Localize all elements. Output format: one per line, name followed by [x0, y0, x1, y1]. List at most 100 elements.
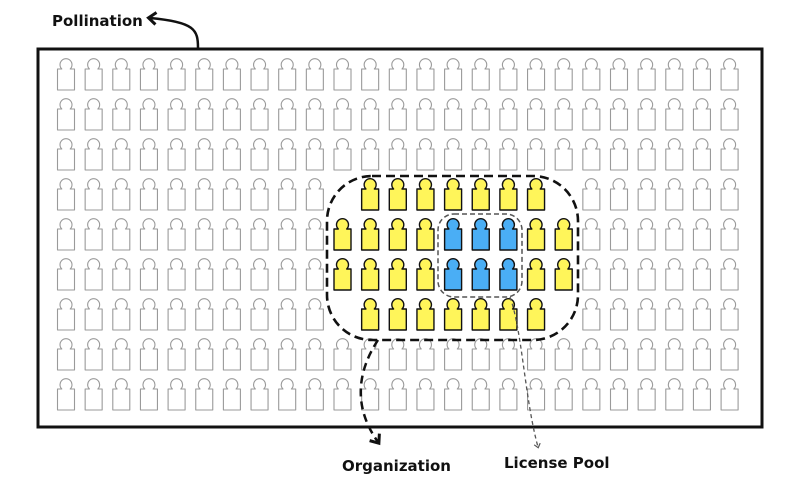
person-grid	[56, 58, 739, 411]
organization-person-icon	[526, 298, 546, 331]
person-icon	[278, 178, 297, 211]
person-icon	[56, 298, 76, 331]
person-icon	[499, 338, 518, 371]
organization-person-icon	[388, 178, 407, 211]
person-icon	[56, 98, 76, 131]
person-icon	[637, 338, 656, 371]
person-icon	[471, 338, 490, 371]
person-icon	[692, 178, 711, 211]
person-icon	[692, 98, 711, 131]
person-icon	[112, 338, 131, 371]
person-icon	[499, 58, 518, 91]
organization-person-icon	[443, 298, 463, 331]
person-icon	[305, 298, 324, 331]
license-pool-person-icon	[471, 218, 490, 251]
organization-person-icon	[360, 218, 380, 251]
person-icon	[388, 98, 407, 131]
person-icon	[222, 298, 241, 331]
person-icon	[56, 58, 76, 91]
person-icon	[720, 58, 739, 91]
person-icon	[582, 138, 601, 171]
person-icon	[720, 338, 739, 371]
person-icon	[637, 178, 656, 211]
person-icon	[195, 138, 214, 171]
person-icon	[665, 258, 684, 291]
person-icon	[416, 98, 435, 131]
person-icon	[609, 138, 629, 171]
person-icon	[222, 98, 241, 131]
person-icon	[278, 218, 297, 251]
person-icon	[222, 258, 241, 291]
person-icon	[499, 138, 518, 171]
person-icon	[250, 298, 269, 331]
person-icon	[471, 58, 490, 91]
license-pool-boundary	[437, 213, 523, 298]
person-icon	[361, 58, 380, 91]
person-icon	[112, 258, 131, 291]
license-pool-person-icon	[443, 218, 463, 251]
person-icon	[527, 338, 546, 371]
person-icon	[609, 378, 629, 411]
person-icon	[444, 378, 463, 411]
person-icon	[609, 218, 629, 251]
person-icon	[278, 338, 297, 371]
person-icon	[222, 138, 241, 171]
person-icon	[305, 178, 324, 211]
person-icon	[554, 98, 573, 131]
person-icon	[416, 378, 435, 411]
organization-person-icon	[499, 178, 518, 211]
person-icon	[720, 298, 739, 331]
person-icon	[637, 138, 656, 171]
person-icon	[222, 378, 241, 411]
population-arrow	[146, 11, 200, 49]
person-icon	[278, 378, 297, 411]
person-icon	[112, 298, 131, 331]
person-icon	[305, 138, 324, 171]
organization-person-icon	[388, 218, 407, 251]
person-icon	[637, 98, 656, 131]
person-icon	[444, 58, 463, 91]
person-icon	[692, 338, 711, 371]
person-icon	[609, 298, 629, 331]
license-pool-label: License Pool	[504, 454, 610, 472]
organization-label: Organization	[342, 457, 451, 475]
person-icon	[195, 258, 214, 291]
person-icon	[665, 378, 684, 411]
person-icon	[637, 218, 656, 251]
organization-person-icon	[360, 298, 380, 331]
person-icon	[250, 338, 269, 371]
person-icon	[609, 178, 629, 211]
person-icon	[665, 58, 684, 91]
license-pool-person-icon	[443, 258, 463, 291]
person-icon	[222, 218, 241, 251]
person-icon	[665, 138, 684, 171]
person-icon	[195, 218, 214, 251]
organization-person-icon	[388, 298, 407, 331]
person-icon	[527, 138, 546, 171]
person-icon	[609, 258, 629, 291]
person-icon	[167, 98, 186, 131]
person-icon	[84, 138, 103, 171]
person-icon	[195, 298, 214, 331]
person-icon	[582, 98, 601, 131]
person-icon	[84, 298, 103, 331]
person-icon	[112, 378, 131, 411]
person-icon	[720, 218, 739, 251]
license-pool-person-icon	[499, 218, 518, 251]
person-icon	[84, 98, 103, 131]
person-icon	[278, 298, 297, 331]
organization-person-icon	[554, 218, 573, 251]
person-icon	[692, 378, 711, 411]
person-icon	[388, 378, 407, 411]
person-icon	[84, 178, 103, 211]
person-icon	[582, 378, 601, 411]
person-icon	[582, 58, 601, 91]
license-pool-arrow	[509, 296, 541, 449]
person-icon	[554, 138, 573, 171]
organization-person-icon	[416, 298, 435, 331]
person-icon	[250, 58, 269, 91]
organization-person-icon	[360, 178, 380, 211]
person-icon	[720, 378, 739, 411]
person-icon	[195, 178, 214, 211]
